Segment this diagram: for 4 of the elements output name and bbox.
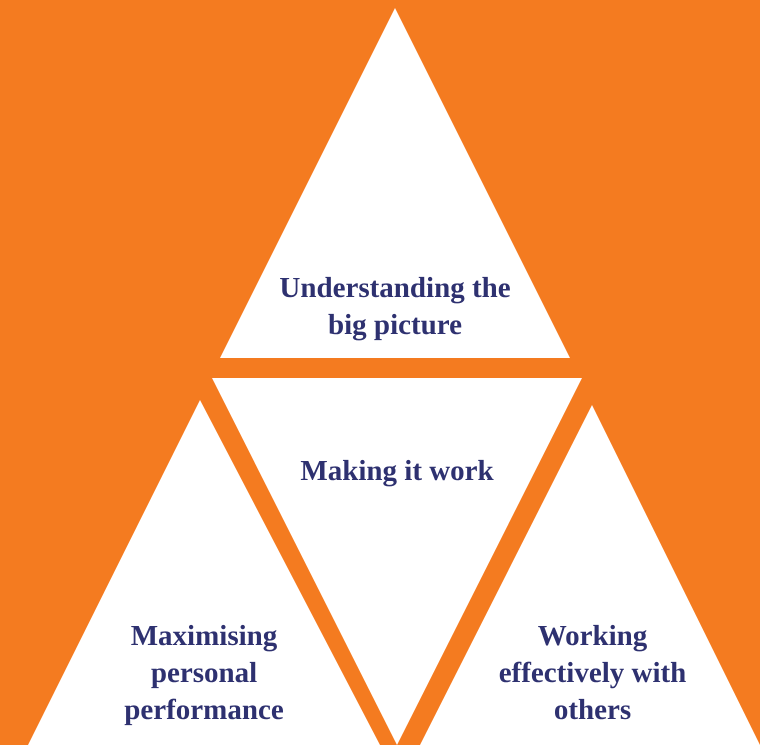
triangle-label: Maximising personal performance	[123, 619, 285, 728]
triangle-label: Understanding the big picture	[278, 271, 512, 343]
triangle-label: Working effectively with others	[498, 619, 688, 728]
triangle-label: Making it work	[299, 454, 495, 489]
